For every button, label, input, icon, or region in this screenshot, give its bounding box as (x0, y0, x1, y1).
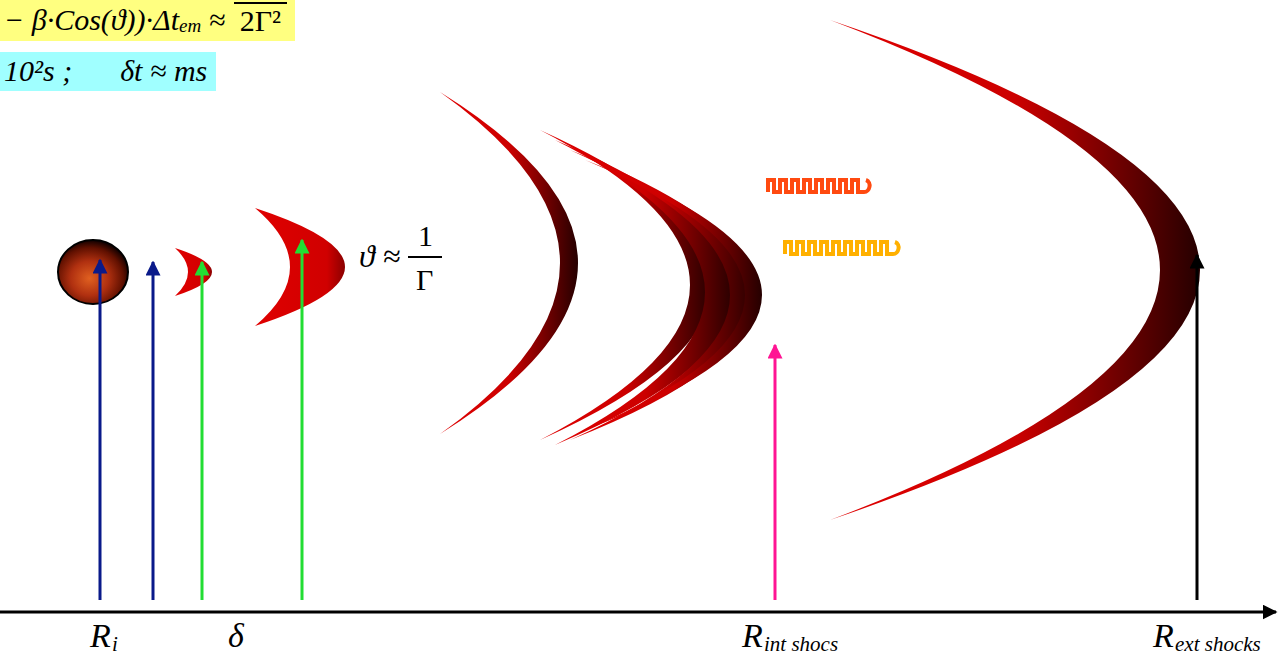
formula-text: em (179, 15, 201, 37)
formula-box: − β·Cos(ϑ))·Δtem ≈2Γ² (0, 0, 295, 41)
width-label: δ (228, 616, 244, 655)
formula-text: δt ≈ ms (120, 54, 207, 89)
fraction-denominator: Γ (416, 263, 433, 298)
fraction-numerator: 1 (418, 219, 433, 254)
formula-text: − β·Cos(ϑ))·Δt (4, 3, 179, 38)
radius-label: R (90, 616, 111, 655)
radius-axis (0, 611, 1276, 614)
fraction-bar (408, 256, 442, 258)
photon-wave (785, 242, 899, 254)
shell (570, 150, 755, 440)
formula-text: 10²s ; (4, 54, 72, 89)
radius-subscript: i (112, 632, 118, 656)
radius-arrow (1196, 255, 1199, 600)
radius-arrow (774, 345, 777, 600)
shell (175, 248, 212, 296)
radius-label: R (1153, 616, 1174, 655)
width-arrow (301, 240, 304, 600)
radius-subscript: int shocs (764, 632, 838, 656)
angle-label: ϑ ≈ (359, 238, 400, 275)
external-shell (830, 20, 1200, 520)
shell (440, 92, 578, 434)
radius-subscript: ext shocks (1175, 632, 1261, 656)
radius-arrow (99, 260, 102, 600)
photon-wave (768, 180, 870, 192)
timescale-box: 10²s ; δt ≈ ms (0, 52, 216, 91)
initial-fireball (58, 240, 128, 304)
radius-label: R (742, 616, 763, 655)
formula-text: ≈ (209, 3, 225, 38)
shell (255, 208, 345, 326)
formula-text: 2Γ² (234, 2, 287, 39)
width-arrow (201, 262, 204, 600)
radius-arrow (152, 262, 155, 600)
shell (585, 160, 762, 430)
